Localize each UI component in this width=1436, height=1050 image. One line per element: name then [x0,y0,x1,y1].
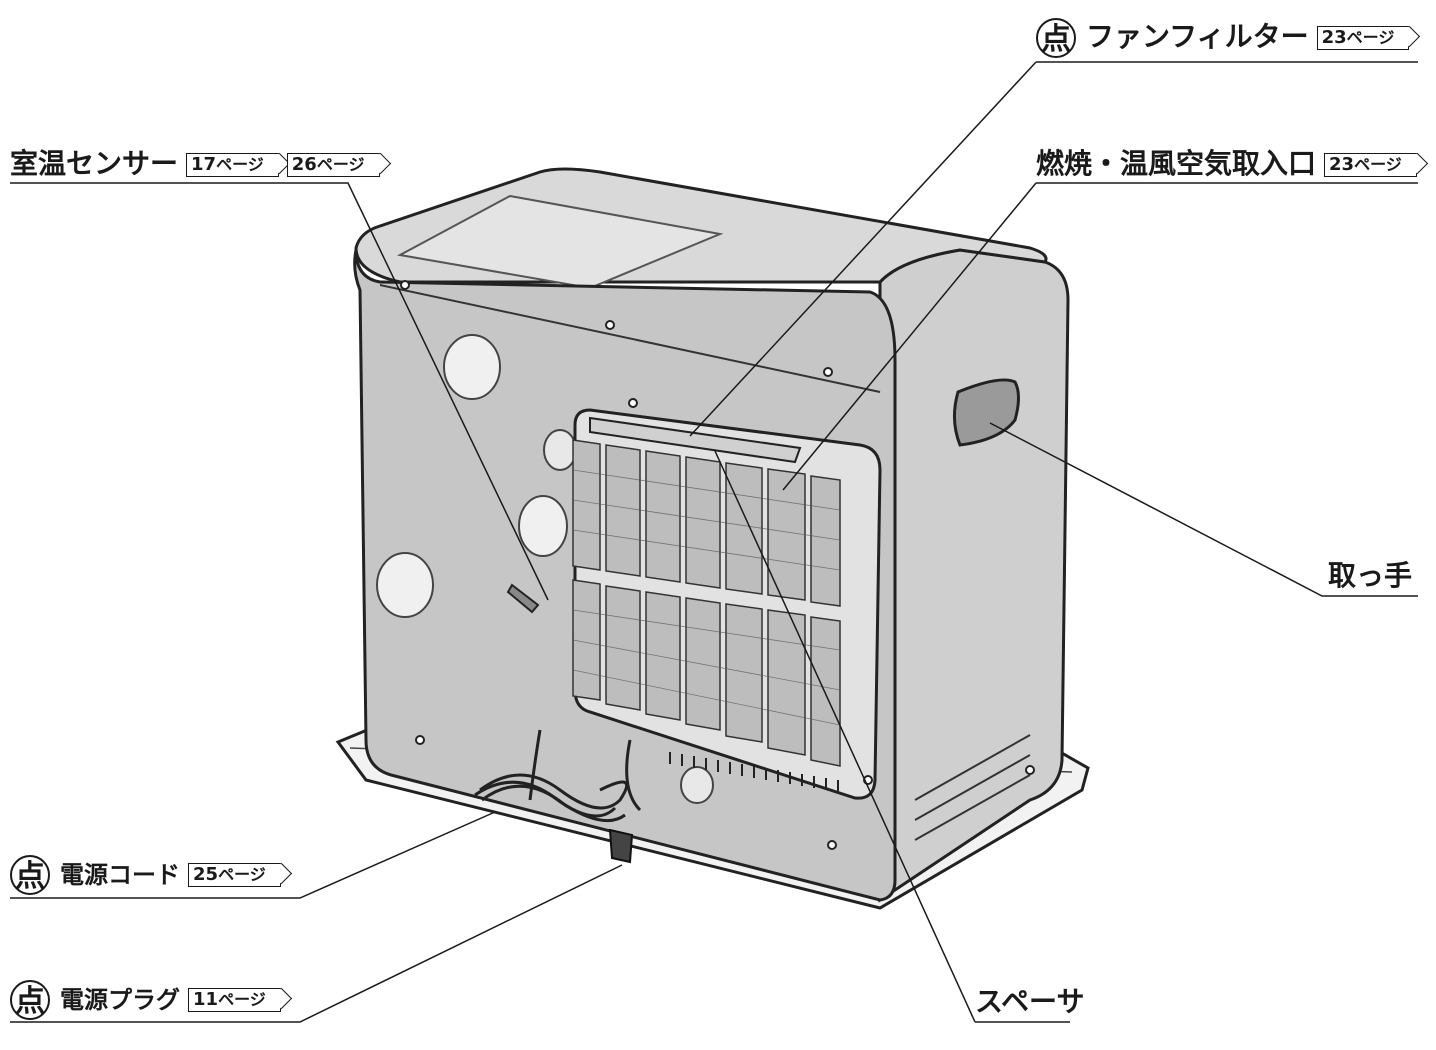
air-intake-label: 燃焼・温風空気取入口 23ページ [1036,150,1417,178]
check-mark-icon: 点 [1036,18,1076,58]
power-cord-text: 電源コード [60,861,180,889]
power-cord [474,729,642,823]
page-ref-badge: 23ページ [1324,153,1417,177]
fan-filter-text: ファンフィルター [1086,20,1309,53]
check-mark-icon: 点 [10,980,50,1020]
room-sensor-text: 室温センサー [10,147,179,180]
room-sensor-label: 室温センサー 17ページ 26ページ [10,150,380,178]
handle-label: 取っ手 [1328,562,1412,590]
power-plug-label: 点電源プラグ 11ページ [10,980,281,1020]
power-plug [608,828,634,864]
page-ref-badge: 23ページ [1316,26,1410,50]
page-ref-badge: 11ページ [188,988,281,1012]
spacer-text: スペーサ [975,985,1085,1018]
handle-text: 取っ手 [1328,559,1413,592]
check-mark-icon: 点 [10,855,50,895]
air-intake-text: 燃焼・温風空気取入口 [1036,147,1317,180]
page-ref-badge: 17ページ [186,153,279,177]
power-plug-text: 電源プラグ [60,986,180,1014]
spacer-label: スペーサ [975,988,1084,1016]
power-cord-label: 点電源コード 25ページ [10,855,281,895]
page-ref-badge: 26ページ [286,153,380,177]
page-ref-badge: 25ページ [188,863,281,887]
leader-lines [10,61,1418,1023]
filter-grid [572,439,841,767]
fan-filter-label: 点ファンフィルター 23ページ [1036,18,1410,58]
vent-slots [669,752,839,792]
